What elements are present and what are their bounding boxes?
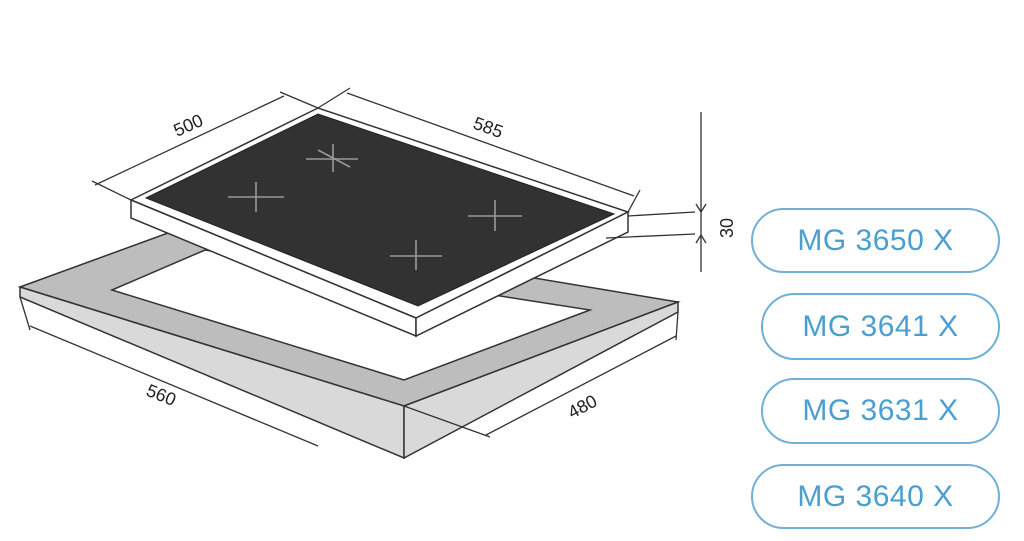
burner-left [228,182,284,212]
dimension-label-500: 500 [170,110,206,140]
dimension-line-480 [403,311,679,438]
dimension-label-480: 480 [564,391,600,423]
glass-cooktop [144,113,616,307]
dimension-line-585 [317,87,641,213]
model-label-2: MG 3641 X [761,293,1000,360]
dimension-line-560 [19,296,319,447]
hob-side-right [415,210,629,338]
burner-right [468,200,522,231]
model-label-3: MG 3631 X [761,378,1000,444]
burner-top-left [306,144,358,172]
burner-bottom [390,240,442,270]
model-label-1: MG 3650 X [751,208,1000,273]
dimension-label-560: 560 [144,380,179,410]
burner-markers [228,144,522,270]
dimension-label-585: 585 [471,113,506,142]
dimension-line-30 [605,112,707,272]
model-label-4: MG 3640 X [751,464,1000,529]
dimension-label-30: 30 [717,218,737,238]
dimension-line-500 [91,91,319,201]
